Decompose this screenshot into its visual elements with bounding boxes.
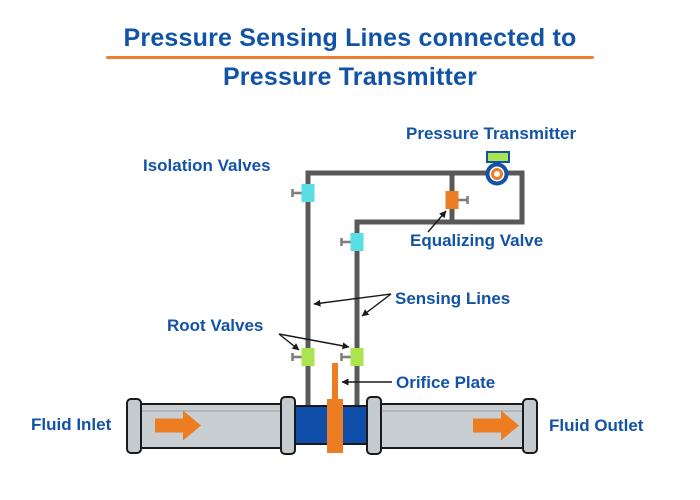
sensing-lines-label: Sensing Lines: [395, 289, 511, 308]
equalizing-valve-pointer-arrow: [427, 210, 447, 233]
isolation-valves-label: Isolation Valves: [143, 156, 271, 175]
title-underline: [106, 56, 594, 59]
orifice-plate-label: Orifice Plate: [396, 373, 496, 392]
root-valve-right-pointer-arrow: [278, 333, 350, 350]
sensing-line-left-pointer-arrow: [313, 293, 392, 307]
equalizing-valve: [445, 191, 469, 209]
equalizing-valve-label: Equalizing Valve: [410, 231, 544, 250]
isolation-valve-left: [291, 184, 315, 202]
fluid-inlet-label: Fluid Inlet: [31, 415, 112, 434]
pressure-transmitter-icon: [485, 151, 510, 186]
outlet-flow-arrow-icon: [473, 410, 519, 441]
root-valve-left: [291, 348, 315, 366]
orifice-plate-tab: [332, 363, 338, 403]
page-title-line-1: Pressure Sensing Lines connected to: [123, 24, 577, 52]
inlet-pipe-right-flange: [280, 396, 296, 455]
orifice-plate: [327, 399, 343, 453]
fluid-outlet-label: Fluid Outlet: [549, 416, 644, 435]
outlet-pipe-right-flange: [522, 398, 538, 454]
pressure-transmitter-label: Pressure Transmitter: [406, 124, 577, 143]
inlet-pipe-left-flange: [126, 398, 142, 454]
outlet-pipe-left-flange: [366, 396, 382, 455]
root-valve-left-pointer-arrow: [278, 333, 300, 351]
inlet-flow-arrow-icon: [155, 410, 201, 441]
sensing-line-right-pointer-arrow: [361, 293, 392, 317]
root-valves-label: Root Valves: [167, 316, 264, 335]
sensing-lines-pipework: [305, 170, 525, 410]
page-title-line-2: Pressure Transmitter: [222, 63, 478, 91]
root-valve-right: [340, 348, 364, 366]
isolation-valve-right: [340, 233, 364, 251]
